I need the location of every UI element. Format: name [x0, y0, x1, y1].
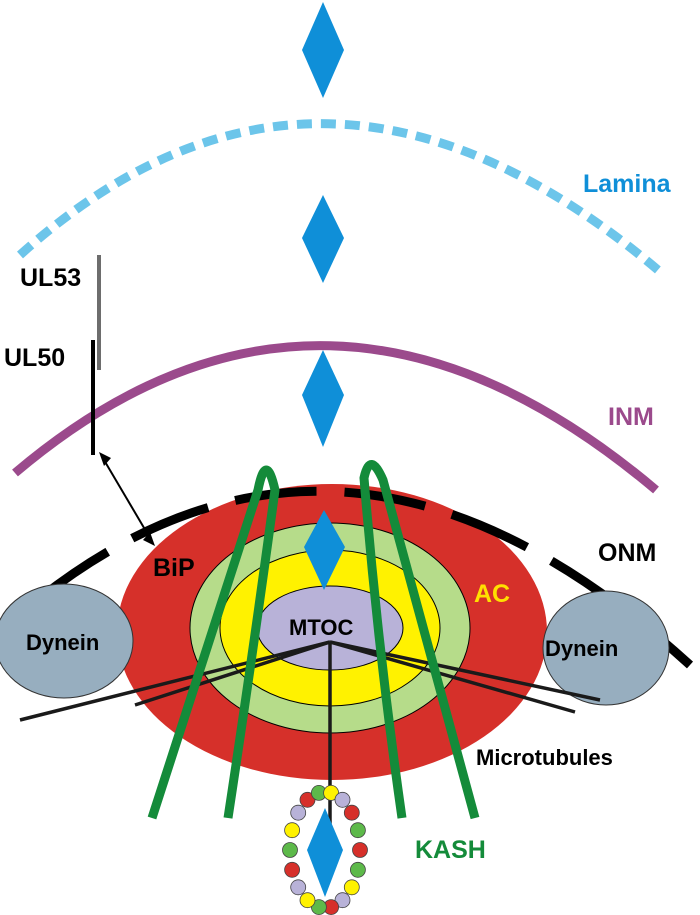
vesicle-bead — [343, 804, 360, 821]
mtoc-label: MTOC — [289, 615, 353, 640]
onm-label: ONM — [598, 539, 656, 567]
vesicle-bead — [349, 861, 366, 878]
vesicle-bead — [349, 822, 366, 839]
diamond-particle-1 — [302, 2, 344, 98]
diamond-particle-2 — [302, 195, 344, 283]
vesicle-bead — [352, 842, 368, 858]
dynein-right-label: Dynein — [545, 636, 618, 661]
vesicle-bead — [299, 791, 316, 808]
kash-protein-left — [147, 465, 280, 820]
vesicle-bead — [299, 892, 316, 909]
diamond-particle-3 — [302, 350, 344, 447]
lamina-arc — [16, 119, 661, 274]
ac-label: AC — [474, 580, 510, 608]
dynein-left-label: Dynein — [26, 630, 99, 655]
vesicle-bead — [284, 822, 301, 839]
ul50-label: UL50 — [4, 344, 65, 372]
inm-label: INM — [608, 403, 654, 431]
vesicle-bead — [334, 791, 351, 808]
kash-label: KASH — [415, 836, 486, 864]
vesicle-bead — [282, 842, 298, 858]
dynein-left — [0, 583, 134, 699]
inm-arc — [12, 341, 659, 494]
kash-protein-right — [359, 460, 480, 820]
vesicle-bead — [334, 892, 351, 909]
vesicle-bead — [284, 861, 301, 878]
microtubules-lines — [19, 640, 601, 855]
diamond-particle-5 — [307, 808, 343, 897]
vesicle-bead — [290, 879, 307, 896]
vesicle-bead — [343, 879, 360, 896]
interaction-arrow — [99, 452, 155, 546]
onm-arc — [37, 486, 694, 669]
vesicle-bead-ring — [282, 785, 368, 915]
lamina-label: Lamina — [583, 170, 672, 198]
vesicle-bead — [323, 785, 340, 801]
diamond-particle-4 — [304, 510, 345, 590]
dynein-right — [542, 590, 670, 706]
ul53-label: UL53 — [20, 264, 81, 292]
bip-label: BiP — [153, 554, 195, 582]
microtubules-label: Microtubules — [476, 745, 613, 770]
vesicle-bead — [290, 804, 307, 821]
